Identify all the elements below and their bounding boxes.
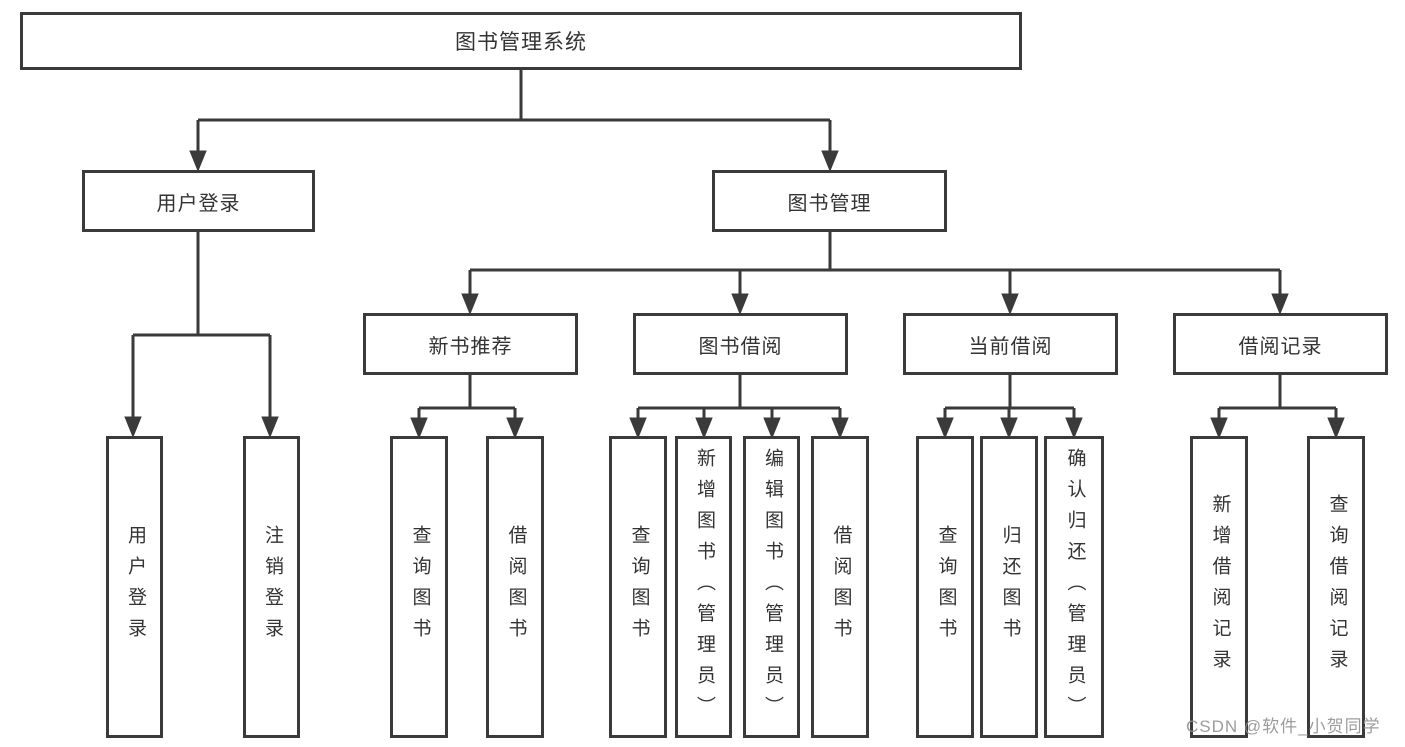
node-book-management: 图书管理 [712, 170, 947, 232]
arrowhead-icon [831, 417, 849, 439]
arrowhead-icon [763, 417, 781, 439]
node-root: 图书管理系统 [20, 12, 1022, 70]
leaf-add-borrow-record-label: 新增借阅记录 [1209, 494, 1231, 680]
node-current-borrow: 当前借阅 [903, 313, 1118, 375]
arrowhead-icon [821, 150, 839, 172]
leaf-edit-books-admin-label: 编辑图书（管理员） [761, 447, 783, 727]
leaf-query-borrow-record: 查询借阅记录 [1307, 436, 1365, 738]
arrowhead-icon [629, 417, 647, 439]
arrowhead-icon [1065, 417, 1083, 439]
leaf-query-books-1: 查询图书 [390, 436, 448, 738]
leaf-query-books-3: 查询图书 [916, 436, 974, 738]
leaf-query-books-2-label: 查询图书 [628, 525, 650, 649]
node-borrow-records-label: 借阅记录 [1238, 335, 1323, 358]
leaf-query-books-1-label: 查询图书 [409, 525, 431, 649]
leaf-add-borrow-record: 新增借阅记录 [1190, 436, 1248, 738]
arrowhead-icon [1000, 417, 1018, 439]
arrowhead-icon [461, 293, 479, 315]
leaf-user-login: 用户登录 [106, 436, 163, 738]
connector-root-branch [189, 70, 839, 172]
arrowhead-icon [410, 417, 428, 439]
connector-user-login-branch [124, 232, 279, 438]
arrowhead-icon [261, 416, 279, 438]
leaf-borrow-books-2-label: 借阅图书 [830, 525, 852, 649]
node-new-book-recommend: 新书推荐 [363, 313, 578, 375]
node-current-borrow-label: 当前借阅 [968, 335, 1053, 358]
leaf-logout: 注销登录 [243, 436, 300, 738]
leaf-add-books-admin-label: 新增图书（管理员） [693, 447, 715, 727]
arrowhead-icon [936, 417, 954, 439]
leaf-edit-books-admin: 编辑图书（管理员） [743, 436, 800, 738]
leaf-borrow-books-2: 借阅图书 [811, 436, 869, 738]
leaf-logout-label: 注销登录 [261, 525, 283, 649]
leaf-query-books-3-label: 查询图书 [935, 525, 957, 649]
arrowhead-icon [1210, 417, 1228, 439]
connector-borrow-records-branch [1210, 375, 1345, 439]
leaf-return-books: 归还图书 [980, 436, 1038, 738]
node-user-login: 用户登录 [82, 170, 315, 232]
connector-book-borrow-branch [629, 375, 849, 439]
node-book-management-label: 图书管理 [787, 192, 872, 215]
csdn-watermark: CSDN @软件_小贺同学 [1186, 717, 1381, 736]
connector-book-mgmt-branch [461, 232, 1289, 315]
node-root-label: 图书管理系统 [455, 31, 587, 54]
leaf-query-books-2: 查询图书 [609, 436, 667, 738]
node-book-borrow-label: 图书借阅 [698, 335, 783, 358]
leaf-user-login-label: 用户登录 [124, 525, 146, 649]
arrowhead-icon [695, 417, 713, 439]
leaf-borrow-books-1: 借阅图书 [486, 436, 544, 738]
arrowhead-icon [1327, 417, 1345, 439]
connector-new-books-branch [410, 375, 524, 439]
leaf-confirm-return-admin-label: 确认归还（管理员） [1064, 447, 1086, 727]
leaf-return-books-label: 归还图书 [999, 525, 1021, 649]
arrowhead-icon [506, 417, 524, 439]
node-user-login-label: 用户登录 [156, 192, 241, 215]
arrowhead-icon [731, 293, 749, 315]
connector-current-borrow-branch [936, 375, 1083, 439]
node-new-book-recommend-label: 新书推荐 [428, 335, 513, 358]
arrowhead-icon [1001, 293, 1019, 315]
node-book-borrow: 图书借阅 [633, 313, 848, 375]
leaf-query-borrow-record-label: 查询借阅记录 [1326, 494, 1348, 680]
arrowhead-icon [189, 150, 207, 172]
leaf-borrow-books-1-label: 借阅图书 [505, 525, 527, 649]
arrowhead-icon [124, 416, 142, 438]
arrowhead-icon [1271, 293, 1289, 315]
node-borrow-records: 借阅记录 [1173, 313, 1388, 375]
leaf-confirm-return-admin: 确认归还（管理员） [1044, 436, 1104, 738]
leaf-add-books-admin: 新增图书（管理员） [675, 436, 732, 738]
